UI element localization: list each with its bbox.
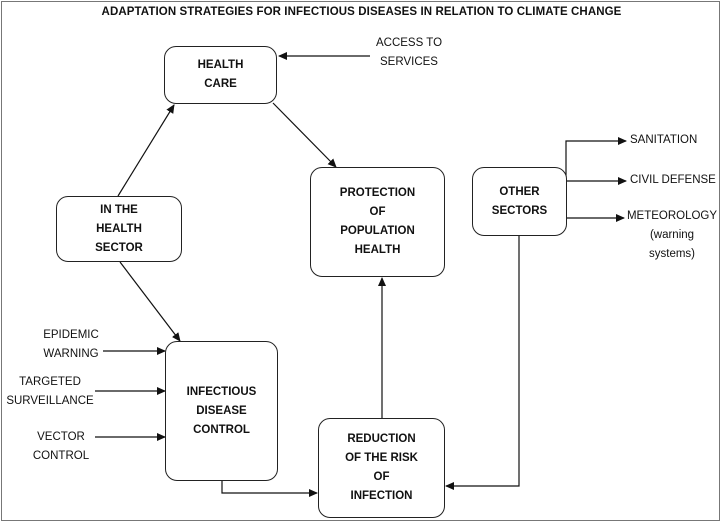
arrow-health-sector-to-infectious [119, 261, 181, 342]
arrow-other-to-sanitation [565, 137, 627, 191]
arrow-other-sectors-to-reduction [445, 220, 520, 490]
arrow-health-sector-to-health-care [117, 104, 175, 197]
diagram-title: ADAPTATION STRATEGIES FOR INFECTIOUS DIS… [101, 6, 622, 18]
label-civil-defense: CIVIL DEFENSE [630, 174, 716, 186]
label-sanitation: SANITATION [630, 134, 698, 146]
arrow-health-care-to-protection [272, 102, 337, 168]
arrow-infectious-to-reduction [221, 481, 318, 497]
arrow-other-to-meteorology [565, 200, 625, 222]
